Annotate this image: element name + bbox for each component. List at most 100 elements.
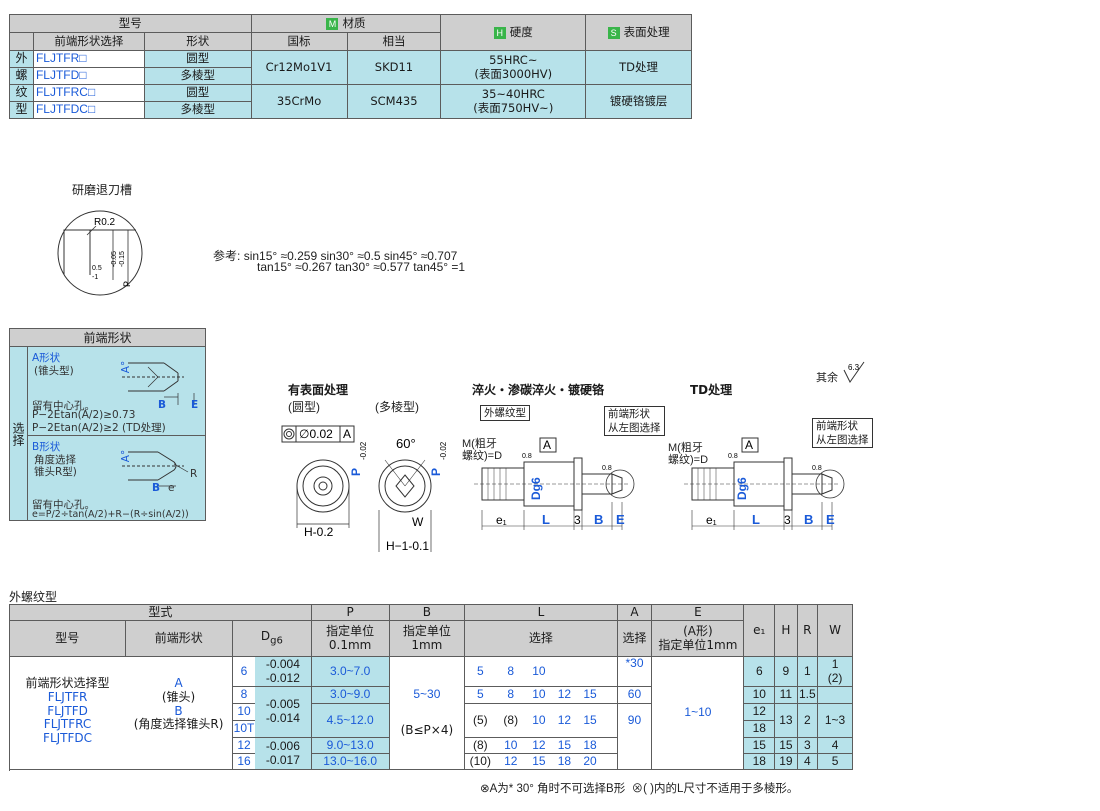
groove-r-label: R0.2 (94, 217, 116, 228)
model-code[interactable]: FLJTFD□ (32, 67, 145, 85)
d-tolerance: -0.005-0.014 (255, 686, 312, 738)
front-shape-panel: 前端形状 选择 A形状 (锥头型) A° B E 留有中心孔。 P−2Etan(… (9, 328, 206, 521)
side-char: 纹 (9, 84, 34, 102)
s-badge-icon: S (607, 26, 620, 39)
svg-text:-0.15: -0.15 (119, 251, 126, 267)
b-column: 5~30(B≤P×4) (388, 656, 465, 770)
svg-text:L: L (542, 512, 550, 527)
reference-note: 参考: sin15° ≈0.259 sin30° ≈0.5 sin45° ≈0.… (213, 247, 457, 264)
svg-text:A: A (343, 427, 351, 441)
header-national: 国标 (250, 32, 348, 51)
pin-drawing-td: A Dg6 e₁ L 3 B E 0.8 0.8 (684, 437, 845, 530)
shape-b-cell[interactable]: B形状 角度选择 锥头R型) A° R B e 留有中心孔。 e=P/2÷tan… (28, 436, 205, 520)
thread-label: M(粗牙螺纹)=D (668, 442, 709, 466)
w-dimension: W (412, 515, 424, 529)
shape-a-cell[interactable]: A形状 (锥头型) A° B E 留有中心孔。 P−2Etan(A/2)≥0.7… (28, 347, 205, 436)
header-front: 前端形状 (124, 620, 234, 657)
model-link[interactable]: FLJTFDC (43, 731, 93, 746)
svg-text:B: B (594, 512, 603, 527)
svg-text:P: P (349, 468, 363, 476)
header-d: Dg6 (232, 620, 312, 657)
surface-cell: 镀硬铬镀层 (585, 84, 692, 119)
header-l: L (464, 604, 618, 621)
svg-text:-0.02: -0.02 (439, 441, 448, 460)
pin-drawing-quench: A Dg6 e₁ L 3 B E 0.8 0.8 (474, 437, 635, 530)
surface-cell: TD处理 (585, 50, 692, 85)
p-range: 3.0~9.0 (310, 686, 390, 704)
model-link[interactable]: FLJTFRC (43, 717, 92, 732)
d-value: 6 (232, 656, 255, 687)
angle-label: 60° (396, 436, 416, 451)
p-range: 3.0~7.0 (310, 656, 390, 687)
svg-text:-1: -1 (92, 274, 98, 281)
header-e-unit: (A形)指定单位1mm (651, 620, 745, 657)
header-model: 型号 (9, 14, 252, 33)
d-value: 8 (232, 686, 255, 704)
model-code[interactable]: FLJTFR□ (32, 50, 145, 68)
header-p: P (310, 604, 390, 621)
svg-text:E: E (826, 512, 835, 527)
svg-text:0.8: 0.8 (522, 453, 532, 460)
side-char: 螺 (9, 67, 34, 85)
e-value: 1~10 (651, 656, 745, 770)
p-range: 9.0~13.0 (310, 737, 390, 754)
header-equivalent: 相当 (346, 32, 442, 51)
p-range: 4.5~12.0 (310, 703, 390, 738)
svg-text:B: B (804, 512, 813, 527)
national-cell: Cr12Mo1V1 (250, 50, 348, 85)
header-shape: 形状 (143, 32, 252, 51)
angle-a-label: A° (120, 360, 133, 374)
spec-section-title: 外螺纹型 (9, 590, 58, 604)
hardness-cell: 35~40HRC(表面750HV~) (440, 84, 587, 119)
header-model: 型号 (9, 620, 126, 657)
shape-b-drawing (122, 451, 189, 487)
side-char: 外 (9, 50, 34, 68)
svg-text:∅0.02: ∅0.02 (299, 427, 333, 441)
svg-text:A: A (543, 438, 551, 452)
d-value: 16 (232, 753, 255, 770)
header-a: A (616, 604, 653, 621)
reference-line-2: tan15° ≈0.267 tan30° ≈0.577 tan45° =1 (257, 260, 466, 274)
header-type: 型式 (9, 604, 312, 621)
front-shape-side-label: 选择 (10, 347, 28, 520)
m-badge-icon: M (326, 17, 339, 30)
footnote: ⊗A为* 30° 角时不可选择B形 ⊗( )内的L尺寸不适用于多棱形。 (480, 783, 799, 795)
external-thread-label: 外螺纹型 (480, 405, 530, 421)
model-link[interactable]: FLJTFD (47, 703, 88, 718)
end-view-drawings: ∅0.02 A H-0.2 P -0.02 60° W H−1-0.1 P -0… (281, 425, 448, 553)
roughness-icon: 6.3 (843, 361, 865, 383)
side-char: 型 (9, 101, 34, 119)
d-value: 12 (232, 737, 255, 754)
svg-text:Dg6: Dg6 (735, 477, 749, 500)
quench-title: 淬火・渗碳淬火・镀硬铬 (472, 383, 605, 397)
model-code[interactable]: FLJTFDC□ (32, 101, 145, 119)
surface-title: 有表面处理 (288, 383, 349, 397)
d-tolerance: -0.006-0.017 (255, 737, 312, 770)
model-code[interactable]: FLJTFRC□ (32, 84, 145, 102)
a-value: *30 (616, 656, 652, 687)
groove-detail-drawing: R0.2 0.5 -0.05 -0.15 -1 P (57, 210, 143, 296)
h1-dimension: H−1-0.1 (386, 539, 429, 553)
svg-text:P: P (429, 468, 443, 476)
header-front-select: 前端形状选择 (32, 32, 145, 51)
svg-text:P: P (122, 281, 132, 287)
others-label: 其余 (816, 372, 838, 384)
p-range: 13.0~16.0 (310, 753, 390, 770)
svg-text:E: E (616, 512, 625, 527)
svg-text:e₁: e₁ (706, 513, 717, 527)
model-link[interactable]: FLJTFR (47, 689, 88, 704)
svg-text:-0.02: -0.02 (359, 441, 368, 460)
header-b: B (388, 604, 466, 621)
svg-text:3: 3 (784, 513, 791, 527)
svg-text:6.3: 6.3 (848, 363, 860, 372)
equiv-cell: SCM435 (346, 84, 442, 119)
svg-text:3: 3 (574, 513, 581, 527)
groove-title: 研磨退刀槽 (72, 183, 133, 197)
model-column: 前端形状选择型 FLJTFR FLJTFD FLJTFRC FLJTFDC (9, 656, 126, 770)
equiv-cell: SKD11 (346, 50, 442, 85)
shape-b-title: B形状 (32, 441, 61, 453)
svg-text:L: L (752, 512, 760, 527)
header-e1: e₁ (743, 604, 776, 657)
